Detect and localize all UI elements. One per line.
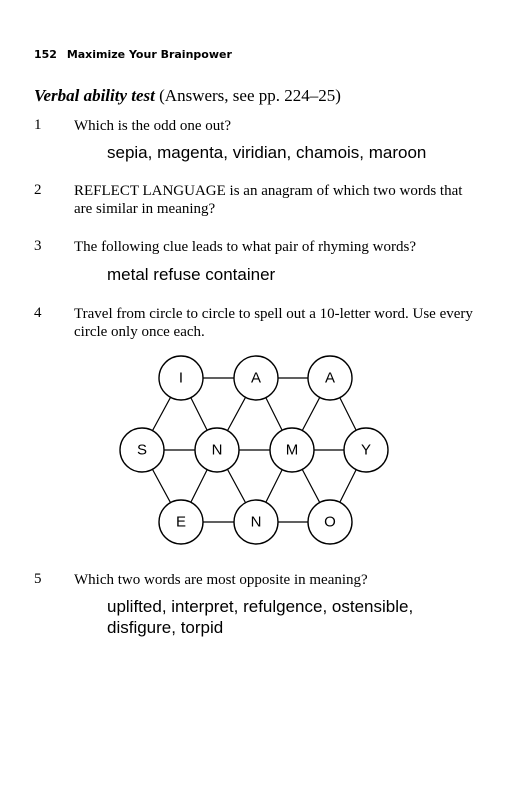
question-2-number: 2 [34,182,42,198]
grid-letter: M [286,442,299,459]
page-number: 152 [34,48,57,61]
grid-circle-top-1: I [158,355,204,401]
grid-letter: O [324,514,336,531]
question-1-words: sepia, magenta, viridian, chamois, maroo… [107,143,427,162]
grid-circle-bottom-1: E [158,499,204,545]
question-1-number: 1 [34,117,42,133]
grid-letter: Y [361,442,371,459]
grid-letter: S [137,442,147,459]
question-3-text: The following clue leads to what pair of… [74,239,416,255]
grid-circle-middle-4: Y [343,427,389,473]
grid-letter: N [212,442,223,459]
question-4-number: 4 [34,305,42,321]
grid-circle-top-2: A [233,355,279,401]
grid-letter: I [179,370,183,387]
question-5-words: uplifted, interpret, refulgence, ostensi… [107,597,414,637]
question-5-number: 5 [34,571,42,587]
question-1-text: Which is the odd one out? [74,118,232,134]
section-heading: Verbal ability test (Answers, see pp. 22… [34,86,341,106]
running-head: 152 Maximize Your Brainpower [34,48,232,61]
question-3-clue: metal refuse container [107,265,276,284]
grid-circle-middle-3: M [269,427,315,473]
grid-circle-middle-2: N [194,427,240,473]
book-title: Maximize Your Brainpower [66,48,232,61]
section-title: Verbal ability test [34,86,155,105]
answers-note: (Answers, see pp. 224–25) [159,86,341,105]
question-3-number: 3 [34,238,42,254]
grid-circle-bottom-2: N [233,499,279,545]
question-4-text: Travel from circle to circle to spell ou… [74,306,473,340]
grid-circle-middle-1: S [119,427,165,473]
grid-letter: A [251,370,261,387]
grid-letter: N [251,514,262,531]
question-5-text: Which two words are most opposite in mea… [74,572,368,588]
grid-letter: E [176,514,186,531]
grid-letter: A [325,370,335,387]
grid-circle-bottom-3: O [307,499,353,545]
question-2-text: REFLECT LANGUAGE is an anagram of which … [74,183,463,217]
grid-circle-top-3: A [307,355,353,401]
